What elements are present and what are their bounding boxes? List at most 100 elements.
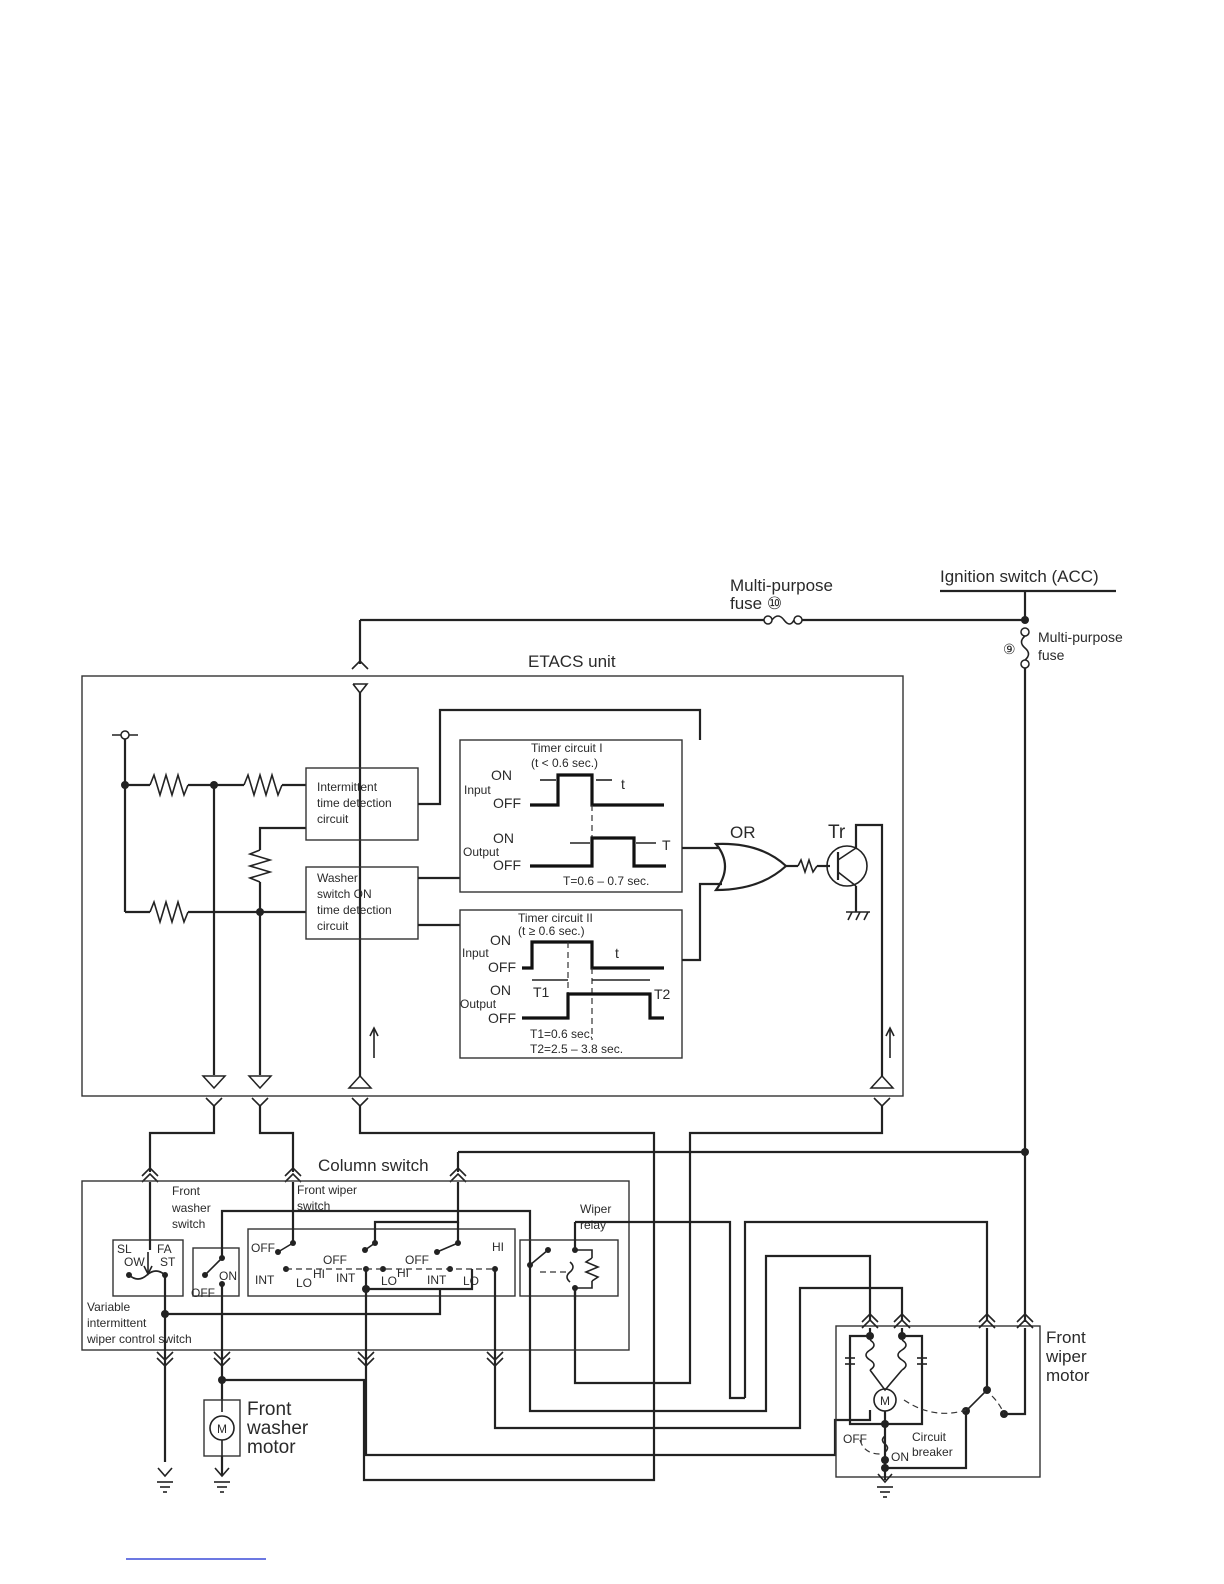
wm-on: ON bbox=[891, 1450, 909, 1464]
conn-var-a bbox=[156, 1351, 174, 1362]
washer-label-l1: Washer bbox=[317, 871, 358, 885]
tr-collector-wire bbox=[854, 823, 884, 1078]
timer-circuit-2-box bbox=[459, 909, 683, 1059]
conn-col-293b bbox=[284, 1172, 302, 1183]
wiper-switch-box bbox=[247, 1228, 516, 1297]
fuse-9-label-line1: Multi-purpose bbox=[1038, 629, 1123, 645]
wire-360-to-washer-motor bbox=[222, 1106, 656, 1482]
var-to-wiper-wire bbox=[222, 1289, 442, 1316]
timer2-t-small: t bbox=[615, 945, 619, 961]
wm-conn-870-b bbox=[861, 1318, 879, 1329]
front-washer-switch-l3: switch bbox=[172, 1217, 205, 1231]
resistor-r1 bbox=[149, 772, 189, 798]
conn-col-293 bbox=[284, 1166, 302, 1177]
wiper-motor-box bbox=[835, 1325, 1041, 1478]
front-washer-switch-l1: Front bbox=[172, 1184, 201, 1198]
or-gate bbox=[713, 842, 788, 892]
power-supply: Ignition switch (ACC) Multi-purpose fuse… bbox=[351, 567, 1123, 1322]
wm-autostop-link bbox=[859, 1439, 881, 1455]
column-switch-label: Column switch bbox=[318, 1156, 429, 1175]
washer-motor-label-l2: washer bbox=[246, 1418, 309, 1439]
wm-conn-870-a bbox=[861, 1312, 879, 1323]
conn-out-882 bbox=[873, 1097, 891, 1108]
timer2-off-in: OFF bbox=[488, 959, 516, 975]
column-switch-box bbox=[81, 1180, 630, 1351]
washer-motor-conn bbox=[214, 1467, 230, 1478]
wm-conn-902-a bbox=[893, 1312, 911, 1323]
wsw-lever-1 bbox=[277, 1242, 294, 1253]
timer2-output-label: Output bbox=[460, 997, 497, 1011]
timer2-input-waveform bbox=[522, 940, 664, 970]
lo-wire bbox=[364, 1289, 872, 1457]
fuse-9-terminal-top bbox=[1020, 627, 1030, 637]
junction-washer-motor bbox=[218, 1376, 226, 1384]
timer1-condition: (t < 0.6 sec.) bbox=[531, 756, 598, 770]
wm-conn-1025-b bbox=[1016, 1318, 1034, 1329]
wm-conn-987-a bbox=[978, 1312, 996, 1323]
vref-terminal bbox=[120, 730, 130, 740]
conn-col-150b bbox=[141, 1172, 159, 1183]
column-switch: Column switch Front washer switch Front … bbox=[81, 1156, 630, 1351]
wm-conn-987-b bbox=[978, 1318, 996, 1329]
washer-switch-feed bbox=[220, 1209, 532, 1258]
timer1-output-waveform bbox=[530, 836, 666, 868]
conn-out-260 bbox=[251, 1097, 269, 1108]
wsw-dot-7 bbox=[380, 1266, 386, 1272]
wsw-off-1: OFF bbox=[251, 1241, 275, 1255]
timer2-output-waveform bbox=[522, 992, 664, 1020]
washer-motor-label-l1: Front bbox=[247, 1399, 292, 1420]
arrow-up-left-head bbox=[369, 1026, 379, 1037]
variable-switch-ground bbox=[157, 1467, 173, 1493]
ws-pivot-dot bbox=[202, 1272, 208, 1278]
relay-wire-2 bbox=[575, 1220, 745, 1400]
timer1-off-out: OFF bbox=[493, 857, 521, 873]
ignition-switch-label: Ignition switch (ACC) bbox=[940, 567, 1099, 586]
timer2-to-or-wire bbox=[682, 882, 722, 962]
timer2-t2: T2 bbox=[654, 986, 671, 1002]
variable-switch-box bbox=[112, 1239, 184, 1297]
connector-etacs-power bbox=[351, 659, 369, 670]
resistor-r4 bbox=[247, 849, 273, 883]
relay-contact bbox=[529, 1249, 549, 1266]
wsw-hi-3: HI bbox=[492, 1240, 504, 1254]
timer2-t1: T1 bbox=[533, 984, 550, 1000]
relay-resistor-lead-top bbox=[575, 1249, 593, 1258]
transistor-symbol bbox=[826, 845, 868, 887]
variable-resistor-arc bbox=[128, 1270, 166, 1280]
front-wiper-switch-l1: Front wiper bbox=[297, 1183, 357, 1197]
tr-collector bbox=[837, 847, 857, 861]
wire-260-to-wiper bbox=[258, 1106, 295, 1172]
circuit-breaker-label-l1: Circuit bbox=[912, 1430, 947, 1444]
wsw-off-2: OFF bbox=[323, 1253, 347, 1267]
washer-motor-m: M bbox=[217, 1422, 227, 1436]
fuse-9-label-line2: fuse bbox=[1038, 647, 1065, 663]
wsw-lo-1: LO bbox=[296, 1276, 312, 1290]
hi-wire bbox=[493, 1286, 904, 1430]
wsw-feed-2 bbox=[373, 1182, 460, 1243]
timer2-input-label: Input bbox=[462, 946, 489, 960]
wiper-relay-l2: relay bbox=[580, 1218, 606, 1232]
wire-882-to-relay bbox=[573, 1106, 884, 1385]
relay-to-autostop-wire bbox=[743, 1220, 989, 1398]
wsw-int-2: INT bbox=[336, 1271, 356, 1285]
timer1-off-in: OFF bbox=[493, 795, 521, 811]
relay-resistor-lead-bottom bbox=[575, 1281, 593, 1289]
var-ow: OW bbox=[124, 1255, 145, 1269]
wsw-hi-1: HI bbox=[313, 1267, 325, 1281]
circuit-breaker-label-l2: breaker bbox=[912, 1445, 953, 1459]
timer1-input-waveform bbox=[530, 773, 664, 807]
fuse-9-number: ⑨ bbox=[1003, 641, 1016, 657]
wm-conn-1025-a bbox=[1016, 1312, 1034, 1323]
front-wiper-motor: Front wiper motor M OFF ON Circuit bbox=[835, 1312, 1090, 1498]
connector-in-882 bbox=[869, 1074, 895, 1089]
wiper-motor-label-l3: motor bbox=[1046, 1366, 1090, 1385]
timer2-note-2: T2=2.5 – 3.8 sec. bbox=[530, 1042, 623, 1056]
tr-emitter bbox=[837, 871, 857, 887]
fuse-9-terminal-bottom bbox=[1020, 659, 1030, 669]
relay-resistor bbox=[583, 1257, 601, 1282]
transistor-label: Tr bbox=[828, 822, 846, 843]
variable-wiper-arrow-head bbox=[143, 1265, 153, 1276]
wm-conn-902-b bbox=[893, 1318, 911, 1329]
timer1-input-label: Input bbox=[464, 783, 491, 797]
